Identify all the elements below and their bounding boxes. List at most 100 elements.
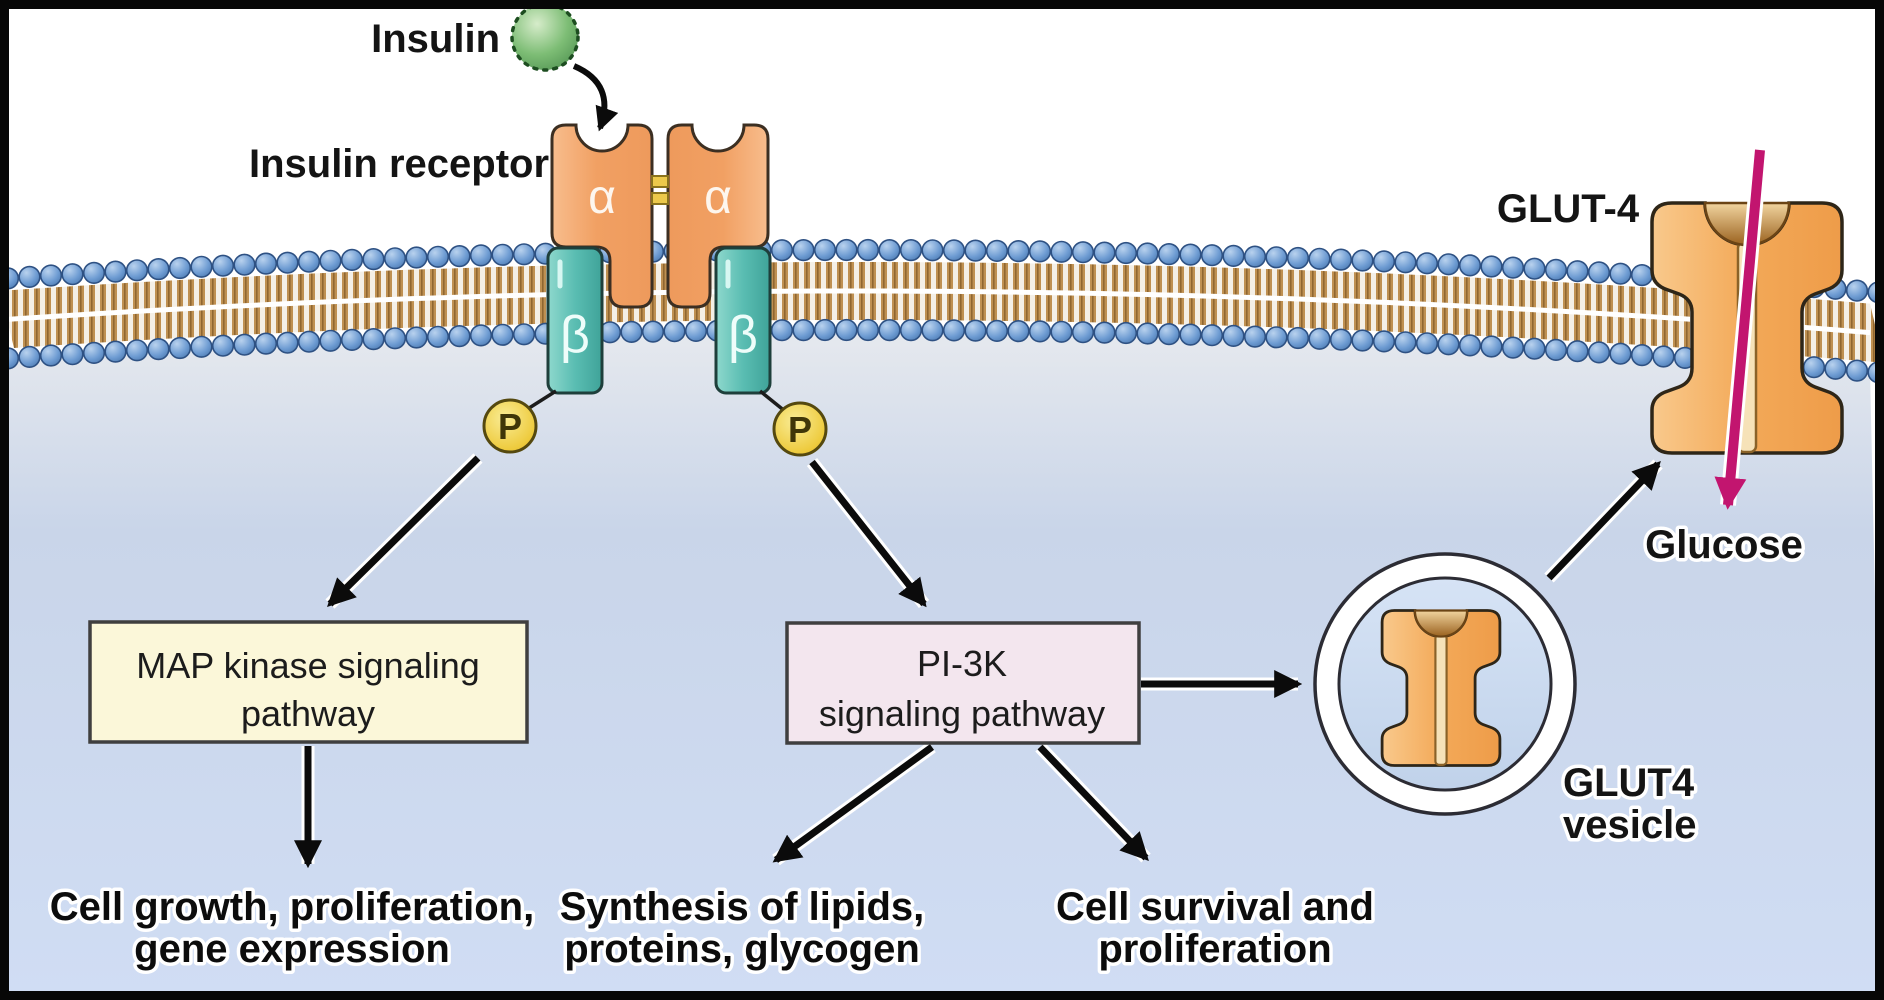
phospholipid-head [1652,345,1675,368]
phospholipid-head [1286,326,1310,350]
signal-arrow-p-to-map [325,453,483,609]
phospholipid-head [1609,262,1632,285]
phospholipid-head [1050,240,1073,263]
phospholipid-head [39,344,63,367]
phosphate-left-label: P [498,406,522,447]
phospholipid-head [921,239,944,262]
phosphate-right [772,401,828,457]
phospholipid-head [1437,333,1460,356]
phospholipid-head [405,246,428,269]
phospholipid-head [684,319,708,343]
phospholipid-head [512,243,536,266]
phospholipid-head [82,261,106,285]
phospholipid-head [104,260,127,283]
phospholipid-head [362,328,385,351]
phospholipid-head [1114,241,1138,265]
phospholipid-head [319,329,342,352]
phospholipid-head [1007,320,1030,343]
alpha-left-label: α [588,171,616,224]
phosphate-right-label: P [788,409,812,450]
phospholipid-head [1265,246,1288,269]
membrane-heads-inner [0,318,1884,384]
phospholipid-head [340,328,364,352]
phospholipid-head [878,319,901,342]
glut4-vesicle-label-line1: GLUT4 [1563,761,1695,805]
glut4-membrane-label: GLUT-4 [1497,187,1640,231]
beta-right-label: β [728,306,758,364]
phospholipid-head [1329,248,1353,271]
phosphate-left [482,398,538,454]
phospholipid-head [835,318,858,342]
phospholipid-head [921,319,944,342]
phospholipid-head [491,323,514,346]
phospholipid-head [942,239,966,262]
phospholipid-head [1157,323,1181,346]
phospholipid-head [1308,327,1331,350]
phospholipid-head [770,239,794,262]
phospholipid-head [39,264,63,287]
insulin-ligand [510,2,619,132]
pi3k-box: PI-3K signaling pathway [785,621,1141,745]
phospholipid-head [147,338,170,361]
disulfide-bond-bottom [651,192,669,205]
insulin-receptor-label: Insulin receptor [249,142,549,186]
glut4-vesicle-label-line2: vesicle [1563,803,1696,847]
map-kinase-box-line1: MAP kinase signaling [136,645,480,686]
phospholipid-head [297,330,321,353]
phospholipid-head [1630,344,1654,367]
phospholipid-head [1351,329,1374,352]
phospholipid-head [770,319,794,342]
outcome-synthesis-line1: Synthesis of lipids, [560,885,925,929]
phospholipid-head [1501,336,1525,359]
outcome-survival-line1: Cell survival and [1056,885,1374,929]
map-kinase-box: MAP kinase signaling pathway [88,620,529,744]
phospholipid-head [82,341,106,365]
insulin-molecule [510,2,580,72]
glut4-vesicle-transporter [1380,609,1502,767]
phospholipid-head [1308,247,1331,270]
vesicle-transporter-groove [1434,633,1448,766]
phospholipid-head [1222,324,1245,348]
phospholipid-head [1071,321,1095,344]
outcome-survival-line2: proliferation [1098,927,1331,971]
phospholipid-head [792,239,815,262]
phospholipid-head [1824,357,1847,380]
phospholipid-head [469,244,493,267]
phospholipid-head [1630,264,1654,287]
phospholipid-head [1243,245,1267,268]
phospholipid-head [211,254,235,277]
phospholipid-head [1394,251,1417,274]
phospholipid-head [641,320,665,343]
phospholipid-head [383,327,407,350]
phospholipid-head [362,248,385,271]
phospholipid-head [254,332,278,355]
phospholipid-head [297,250,321,273]
phospholipid-head [1501,256,1525,279]
phospholipid-head [1566,260,1589,283]
phospholipid-head [104,340,127,363]
phospholipid-head [856,238,880,262]
arrow-vesicle-to-glut4 [1544,459,1663,583]
phospholipid-head [985,239,1009,262]
phospholipid-head [1200,244,1224,267]
alpha-right-label: α [704,171,732,224]
phospholipid-head [1415,332,1439,355]
phospholipid-head [1179,323,1202,346]
phospholipid-head [835,238,858,262]
membrane-lipid-tails [0,262,1884,363]
phospholipid-head [1587,261,1611,284]
phospholipid-head [1523,257,1546,280]
phospholipid-head [491,243,514,266]
phospholipid-head [1136,322,1159,345]
vesicle-transporter-funnel [1413,609,1469,638]
phospholipid-head [512,323,536,346]
phospholipid-head [1372,330,1396,353]
phospholipid-head [469,324,493,347]
insulin-binding-arrow [571,60,619,132]
phospholipid-head [190,255,213,278]
phospholipid-head [276,251,299,274]
phospholipid-head [1458,334,1482,357]
phospholipid-head [405,326,428,349]
